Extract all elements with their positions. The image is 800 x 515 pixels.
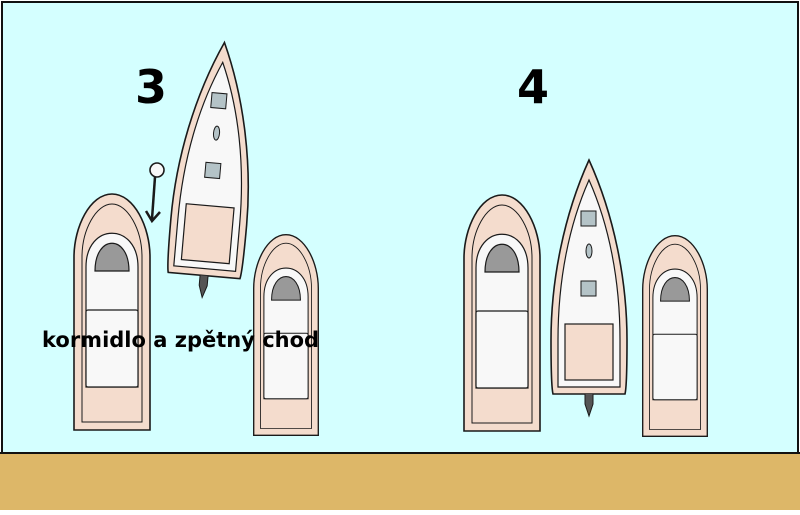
step-number-3: 3: [135, 60, 168, 114]
moored-yacht-left: [463, 194, 541, 432]
caption-label: kormidlo a zpětný chod: [42, 328, 320, 352]
dock-pier: [0, 453, 800, 510]
moored-yacht-left: [73, 193, 151, 431]
moored-yacht-right: [642, 235, 708, 437]
panel-3: [73, 38, 319, 436]
anchor-icon: [144, 162, 165, 224]
step-number-4: 4: [517, 60, 550, 114]
